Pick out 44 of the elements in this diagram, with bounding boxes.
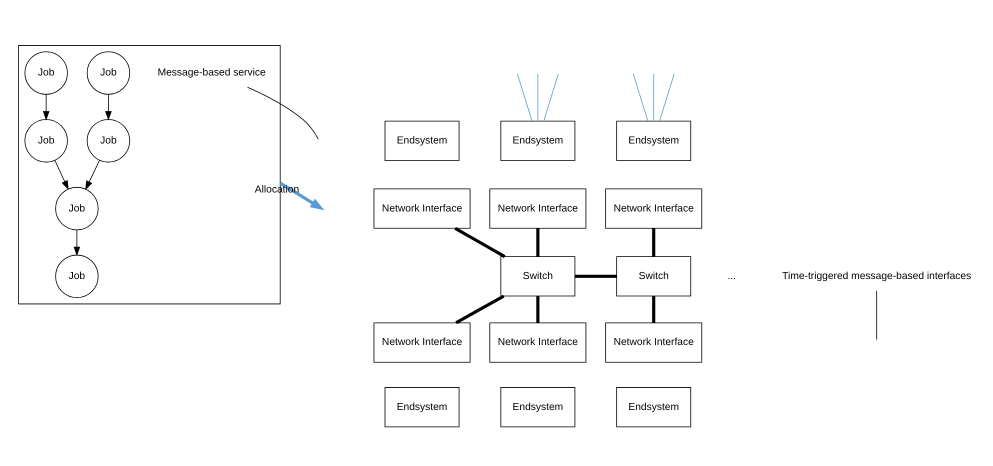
- node-box: Endsystem: [384, 387, 460, 428]
- node-box: Switch: [500, 256, 576, 296]
- node-box: Endsystem: [384, 120, 460, 161]
- connector: [876, 290, 878, 340]
- node-box: Network Interface: [374, 188, 470, 229]
- node-circle: Job: [55, 254, 99, 298]
- connector: [652, 228, 656, 256]
- connector: [536, 228, 540, 256]
- node-circle: Job: [24, 119, 68, 162]
- node-text: Time-triggered message-based interfaces: [782, 271, 972, 282]
- arrow: [85, 160, 100, 190]
- node-box: Network Interface: [489, 188, 586, 229]
- connector: [454, 226, 506, 258]
- node-box: Switch: [616, 256, 692, 296]
- connector: [659, 73, 675, 122]
- arrow: [105, 94, 112, 121]
- connector: [543, 73, 559, 122]
- arrow: [54, 160, 69, 190]
- connector: [455, 294, 504, 324]
- node-box: Network Interface: [374, 322, 470, 363]
- node-circle: Job: [24, 51, 68, 95]
- node-circle: Job: [86, 51, 130, 95]
- connector: [653, 73, 654, 122]
- node-box: Network Interface: [605, 322, 702, 363]
- arrow: [279, 182, 324, 210]
- connector: [247, 86, 319, 140]
- connector: [632, 73, 648, 122]
- connector: [536, 296, 540, 323]
- node-box: Endsystem: [616, 387, 692, 428]
- node-box: Endsystem: [616, 120, 692, 161]
- connector: [652, 296, 656, 323]
- connector: [537, 73, 538, 122]
- connector: [517, 73, 532, 122]
- arrow: [42, 94, 50, 121]
- node-circle: Job: [86, 119, 130, 162]
- node-box: Network Interface: [489, 322, 586, 363]
- node-text: Message-based service: [158, 68, 266, 79]
- node-box: Endsystem: [500, 387, 576, 428]
- node-box: Endsystem: [500, 120, 576, 161]
- label: ...: [727, 271, 736, 282]
- node-box: Network Interface: [605, 188, 702, 229]
- arrow: [74, 230, 80, 256]
- connector: [574, 274, 616, 278]
- node-circle: Job: [55, 186, 99, 230]
